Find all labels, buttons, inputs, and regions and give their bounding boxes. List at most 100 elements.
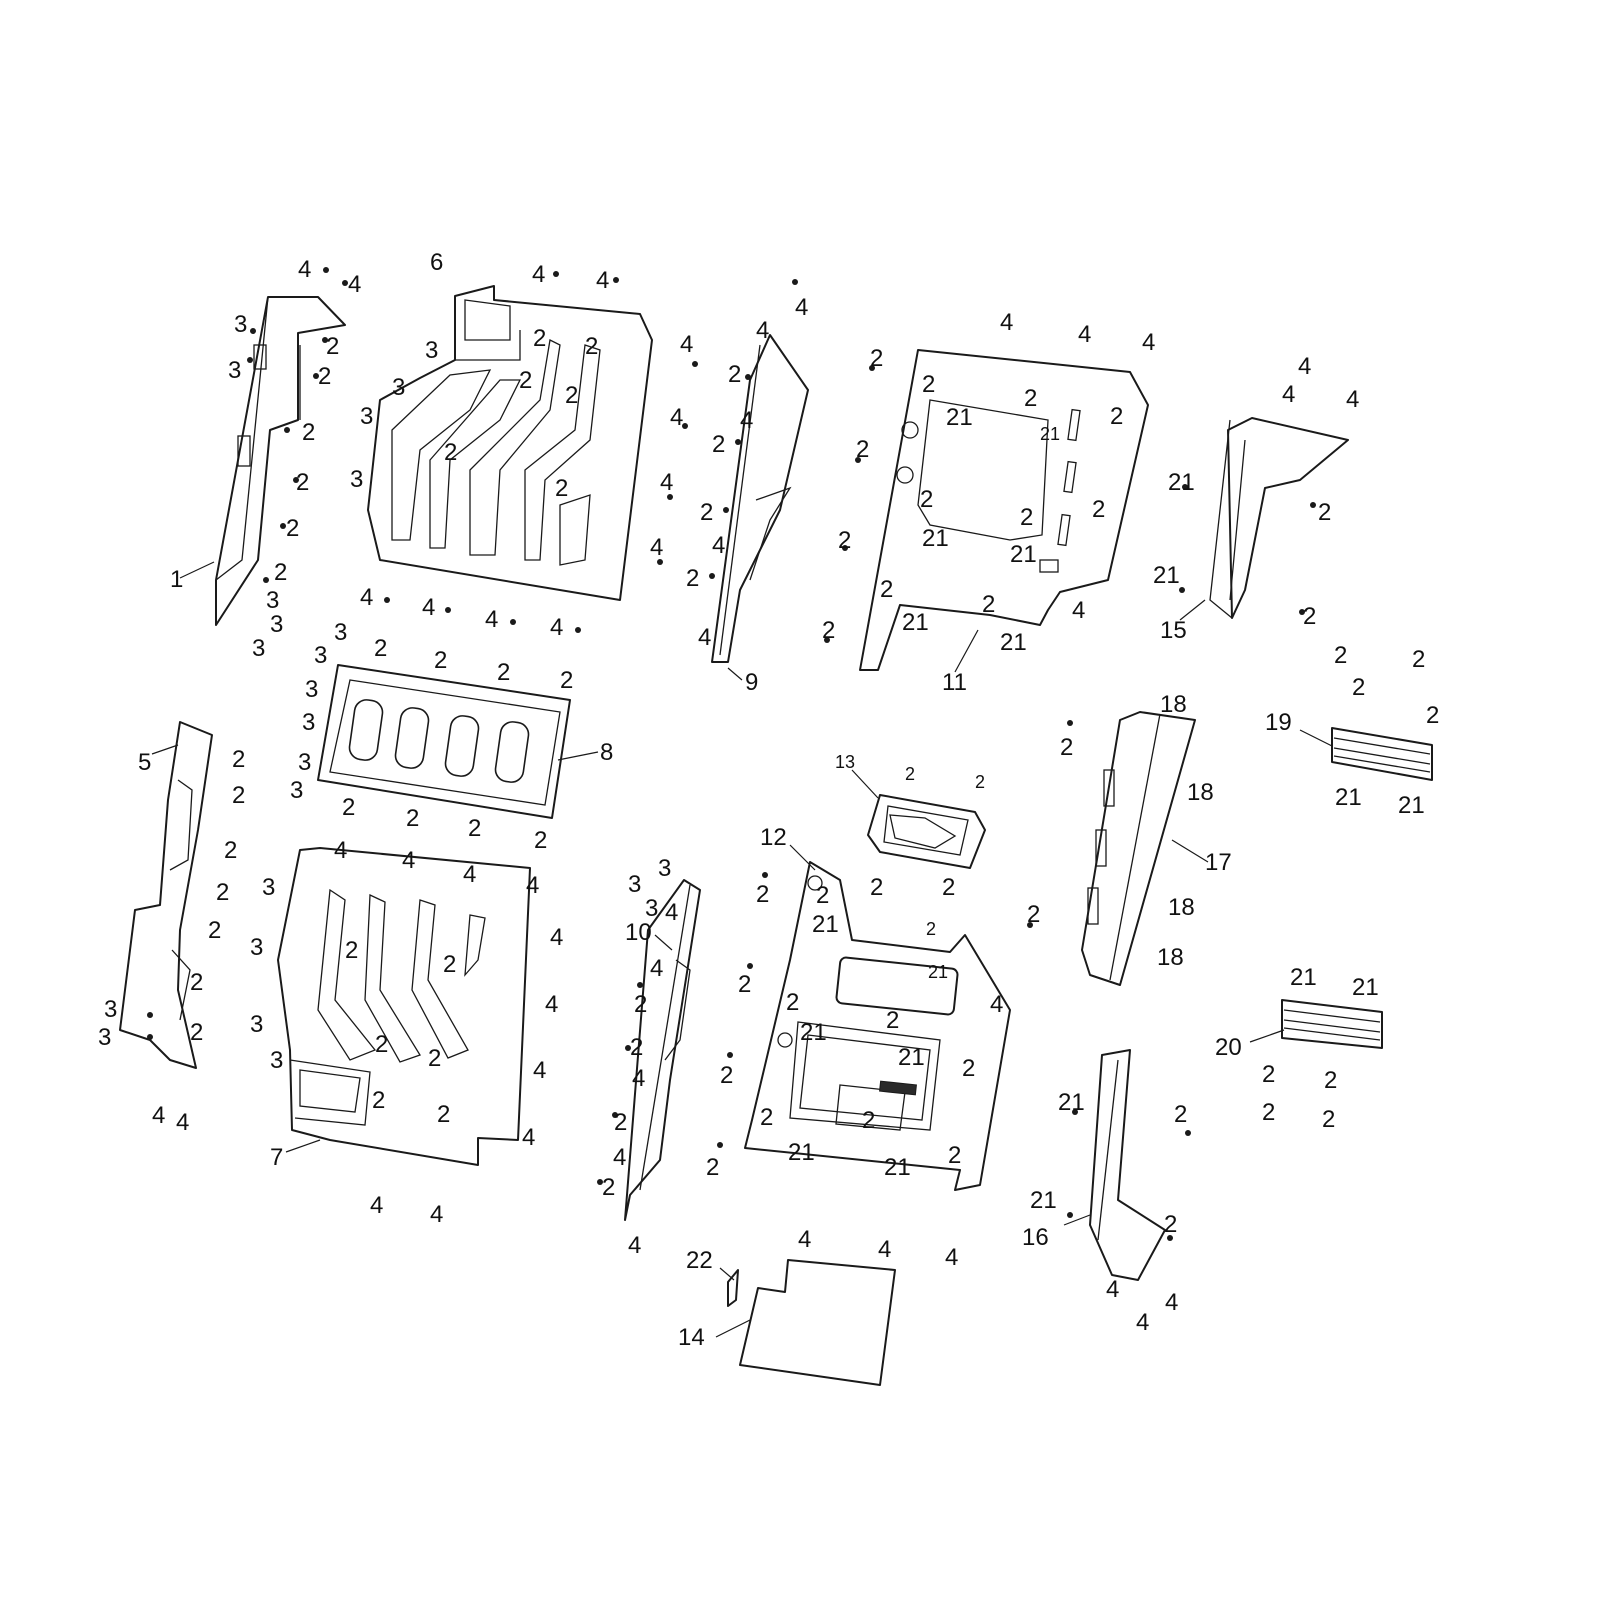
callout-screw: 2 — [975, 772, 985, 792]
callout-screw: 2 — [1092, 496, 1105, 523]
callout-nut: 21 — [1040, 424, 1060, 444]
callout-screw: 2 — [286, 515, 299, 542]
callout-screw: 2 — [756, 881, 769, 908]
callout-screw: 2 — [534, 827, 547, 854]
part-20-rail-stack — [1249, 999, 1383, 1049]
callout-screw: 2 — [468, 815, 481, 842]
callout-screw: 2 — [862, 1107, 875, 1134]
callout-clip: 4 — [485, 606, 498, 633]
callout-screw: 2 — [870, 874, 883, 901]
callout-clip: 4 — [670, 404, 683, 431]
callout-clip: 4 — [176, 1109, 189, 1136]
callout-screw: 2 — [444, 439, 457, 466]
callout-bolt: 3 — [628, 871, 641, 898]
callout-clip-nut: 18 — [1157, 944, 1184, 971]
callout-bolt: 3 — [250, 1011, 263, 1038]
callout-screw: 2 — [922, 371, 935, 398]
callout-nut: 21 — [928, 962, 948, 982]
callout-screw: 2 — [434, 647, 447, 674]
part-8-middle-tray — [317, 664, 599, 819]
callout-clip: 4 — [370, 1192, 383, 1219]
callout-bolt: 3 — [425, 337, 438, 364]
callout-part-19: 19 — [1265, 709, 1292, 736]
part-15-bracket — [1179, 417, 1349, 621]
callout-screw: 2 — [555, 475, 568, 502]
callout-bolt: 3 — [104, 996, 117, 1023]
callout-part-14: 14 — [678, 1324, 705, 1351]
callout-clip: 4 — [650, 955, 663, 982]
callout-clip: 4 — [430, 1201, 443, 1228]
callout-nut: 21 — [902, 609, 929, 636]
callout-clip: 4 — [522, 1124, 535, 1151]
callout-clip: 4 — [680, 331, 693, 358]
callout-part-17: 17 — [1205, 849, 1232, 876]
callout-screw: 2 — [614, 1109, 627, 1136]
callout-bolt: 3 — [234, 311, 247, 338]
callout-screw: 2 — [565, 382, 578, 409]
callout-nut: 21 — [812, 911, 839, 938]
callout-part-11: 11 — [942, 669, 967, 696]
callout-bolt: 3 — [262, 874, 275, 901]
callout-nut: 21 — [1290, 964, 1317, 991]
callout-screw: 2 — [838, 527, 851, 554]
callout-clip: 4 — [990, 991, 1003, 1018]
callout-nut: 21 — [1030, 1187, 1057, 1214]
callout-screw: 2 — [942, 874, 955, 901]
callout-bolt: 3 — [645, 895, 658, 922]
part-14-cover — [715, 1259, 896, 1386]
callout-bolt: 3 — [314, 642, 327, 669]
callout-screw: 2 — [712, 431, 725, 458]
callout-screw: 2 — [208, 917, 221, 944]
callout-screw: 2 — [1352, 674, 1365, 701]
callout-clip: 4 — [1106, 1276, 1119, 1303]
callout-clip: 4 — [798, 1226, 811, 1253]
callout-bolt: 3 — [266, 587, 279, 614]
part-7-floor-panel — [277, 847, 531, 1166]
part-6-floor-panel — [367, 285, 653, 601]
callout-nut: 21 — [946, 404, 973, 431]
callout-screw: 2 — [700, 499, 713, 526]
callout-screw: 2 — [190, 969, 203, 996]
part-11-rear-board — [859, 349, 1149, 673]
fastener-dots — [147, 267, 1316, 1241]
callout-screw: 2 — [920, 486, 933, 513]
callout-screw: 2 — [1262, 1061, 1275, 1088]
callout-clip: 4 — [628, 1232, 641, 1259]
callout-clip: 4 — [1136, 1309, 1149, 1336]
callout-clip: 4 — [613, 1144, 626, 1171]
callout-nut: 21 — [788, 1139, 815, 1166]
callout-screw: 2 — [1024, 385, 1037, 412]
callout-part-12: 12 — [760, 824, 787, 851]
callout-screw: 2 — [602, 1174, 615, 1201]
callout-clip: 4 — [1298, 353, 1311, 380]
callout-bolt: 3 — [305, 676, 318, 703]
callout-bolt: 3 — [98, 1024, 111, 1051]
callout-clip: 4 — [712, 532, 725, 559]
callout-clip: 4 — [1282, 381, 1295, 408]
callout-nut: 21 — [1000, 629, 1027, 656]
callout-screw: 2 — [1303, 603, 1316, 630]
callout-screw: 2 — [905, 764, 915, 784]
callout-screw: 2 — [634, 991, 647, 1018]
callout-bolt: 3 — [270, 611, 283, 638]
callout-screw: 2 — [706, 1154, 719, 1181]
callout-clip: 4 — [402, 847, 415, 874]
callout-screw: 2 — [190, 1019, 203, 1046]
part-13-cover — [851, 769, 986, 869]
callout-bolt: 3 — [334, 619, 347, 646]
callout-part-5: 5 — [138, 749, 151, 776]
callout-clip: 4 — [334, 837, 347, 864]
callout-screw: 2 — [302, 419, 315, 446]
callout-bolt: 3 — [658, 855, 671, 882]
callout-clip: 4 — [532, 261, 545, 288]
callout-clip: 4 — [152, 1102, 165, 1129]
callout-part-6: 6 — [430, 249, 443, 276]
callout-screw: 2 — [437, 1101, 450, 1128]
callout-clip: 4 — [526, 872, 539, 899]
callout-bolt: 3 — [360, 403, 373, 430]
part-19-rail-stack — [1299, 727, 1433, 781]
callout-screw: 2 — [738, 971, 751, 998]
callout-screw: 2 — [374, 635, 387, 662]
callout-bolt: 3 — [250, 934, 263, 961]
callout-part-7: 7 — [270, 1144, 283, 1171]
